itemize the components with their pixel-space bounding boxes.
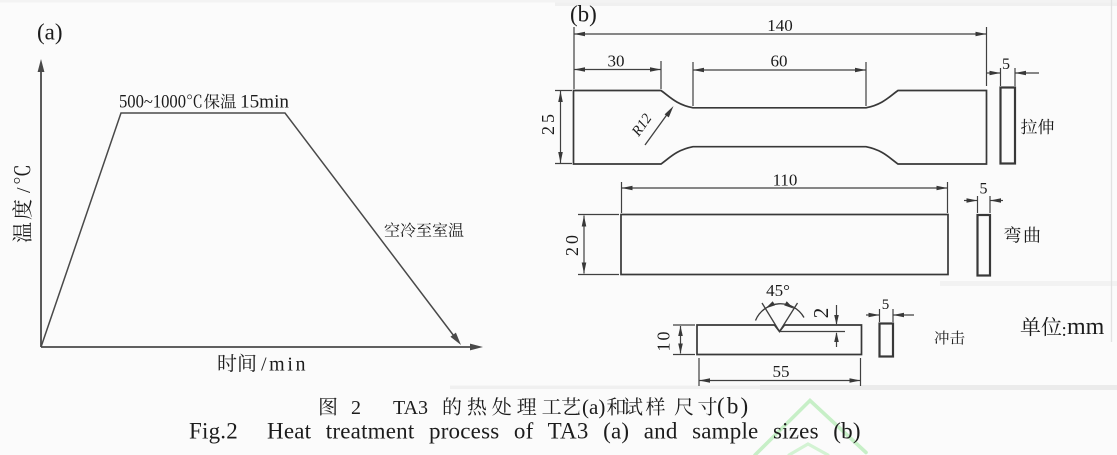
svg-text:5: 5 xyxy=(980,181,988,198)
svg-text:Fig.2 Heat treatment process: Fig.2 Heat treatment process of TA3 (a) … xyxy=(189,419,861,444)
svg-text:5: 5 xyxy=(1002,56,1010,73)
svg-text:(a): (a) xyxy=(37,20,63,45)
svg-text:20: 20 xyxy=(562,232,582,256)
svg-text:2: 2 xyxy=(351,397,361,419)
svg-text:2: 2 xyxy=(809,308,833,319)
svg-text:110: 110 xyxy=(773,171,798,190)
svg-text::: : xyxy=(1062,320,1067,341)
svg-text:10: 10 xyxy=(654,330,674,352)
svg-text:/: / xyxy=(13,187,35,193)
svg-text:mm: mm xyxy=(1067,314,1105,340)
svg-text:/min: /min xyxy=(261,354,308,376)
svg-text:15min: 15min xyxy=(240,92,289,113)
svg-text:140: 140 xyxy=(767,16,793,35)
svg-text:25: 25 xyxy=(538,111,558,135)
svg-text:45°: 45° xyxy=(766,281,790,300)
svg-text:TA3: TA3 xyxy=(393,397,428,419)
svg-text:500~1000: 500~1000 xyxy=(119,92,186,113)
svg-text:(b): (b) xyxy=(570,2,597,27)
svg-text:60: 60 xyxy=(771,52,788,71)
svg-text:(a): (a) xyxy=(582,395,605,419)
svg-text:55: 55 xyxy=(773,362,790,381)
svg-text:5: 5 xyxy=(882,297,890,313)
svg-text:30: 30 xyxy=(608,52,625,71)
svg-text:(b): (b) xyxy=(717,394,750,419)
